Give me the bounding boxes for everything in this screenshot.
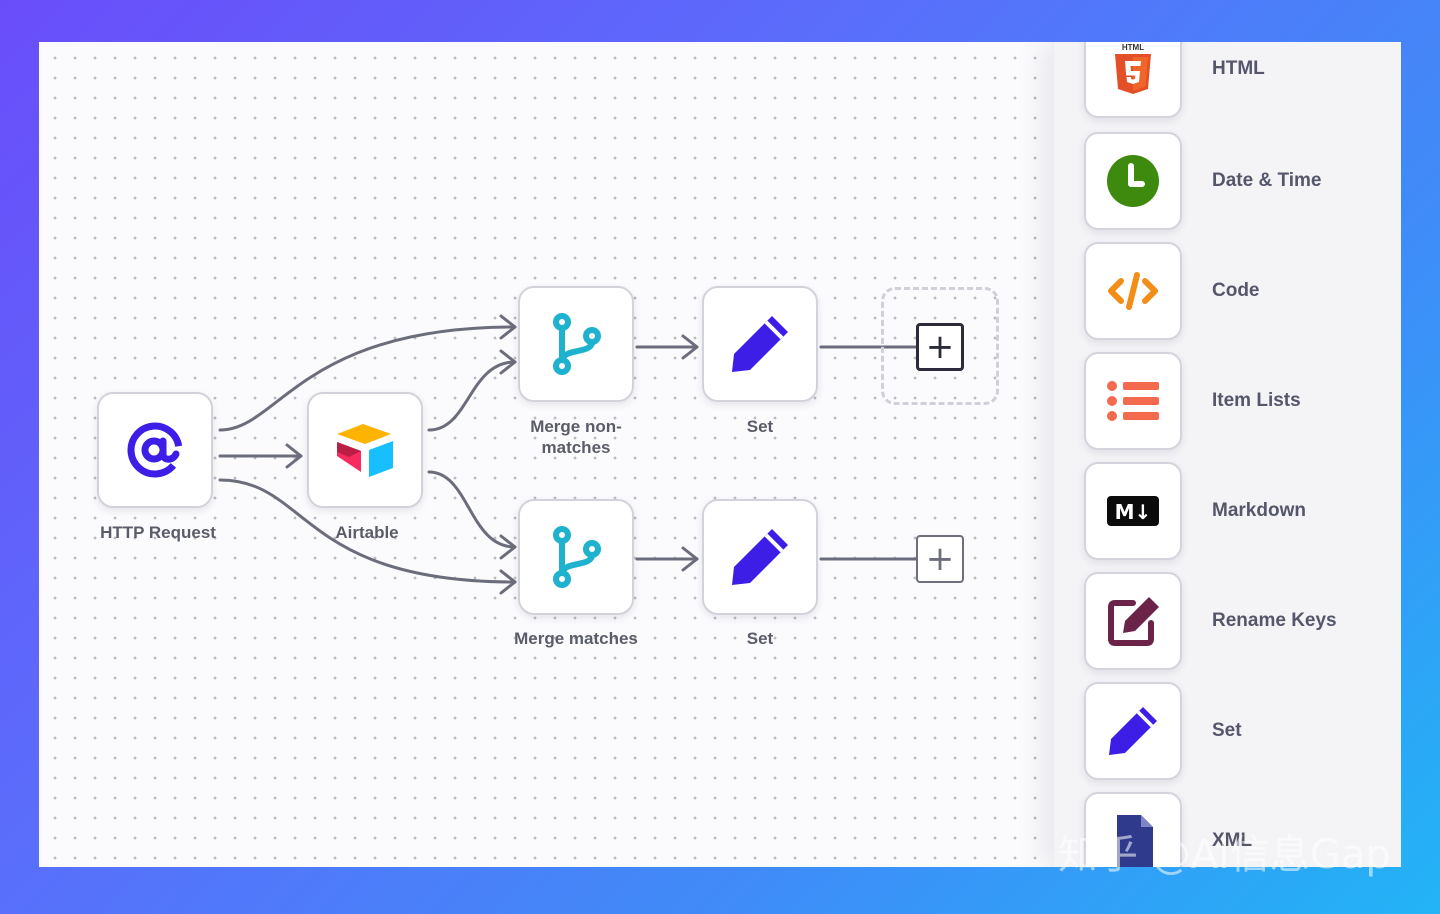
svg-text:HTML: HTML [1122, 43, 1144, 52]
node-set-top[interactable] [702, 286, 818, 402]
watermark: 知乎 @AI信息Gap [1058, 832, 1391, 878]
node-label-merge-matches: Merge matches [514, 629, 638, 648]
wire-http-to-merge-match [218, 478, 517, 584]
markdown-icon: M↓ [1107, 496, 1159, 526]
arrowhead [681, 546, 699, 572]
panel-tile [1084, 132, 1182, 230]
wire-airtable-to-merge-match [427, 470, 517, 549]
list-icon [1107, 381, 1159, 421]
pencil-icon [732, 316, 788, 372]
node-label-set-top: Set [746, 417, 774, 436]
panel-item-label: Markdown [1212, 500, 1306, 521]
node-airtable[interactable] [307, 392, 423, 508]
workflow-canvas[interactable]: HTTP Request Airtable M [39, 42, 1053, 867]
drop-placeholder[interactable] [881, 287, 999, 405]
add-node-button-top[interactable]: + [916, 323, 964, 371]
at-icon [127, 422, 183, 478]
arrowhead [499, 349, 517, 375]
code-icon [1108, 272, 1158, 310]
panel-item-label: Date & Time [1212, 170, 1322, 191]
panel-item-label: Set [1212, 720, 1242, 741]
arrowhead [681, 334, 699, 360]
pencil-icon [732, 529, 788, 585]
panel-item-set[interactable]: Set [1084, 682, 1394, 782]
merge-icon [553, 313, 601, 375]
svg-text:M↓: M↓ [1115, 500, 1152, 524]
panel-item-date-time[interactable]: Date & Time [1084, 132, 1394, 232]
panel-item-item-lists[interactable]: Item Lists [1084, 352, 1394, 452]
node-merge-matches[interactable] [518, 499, 634, 615]
add-node-button-bottom[interactable]: + [916, 535, 964, 583]
panel-tile [1084, 572, 1182, 670]
panel-item-label: Code [1212, 280, 1260, 301]
workflow-editor: HTTP Request Airtable M [39, 42, 1401, 867]
panel-item-label: Item Lists [1212, 390, 1301, 411]
plus-icon: + [925, 327, 955, 367]
panel-item-rename-keys[interactable]: Rename Keys [1084, 572, 1394, 672]
panel-tile [1084, 242, 1182, 340]
node-label-http-request: HTTP Request [100, 523, 216, 542]
wire-http-to-merge-nonmatch [218, 325, 517, 432]
panel-item-xml[interactable]: XML [1084, 792, 1394, 867]
html5-icon: HTML [1115, 43, 1151, 94]
panel-tile [1084, 352, 1182, 450]
panel-item-markdown[interactable]: M↓ Markdown [1084, 462, 1394, 562]
node-merge-non-matches[interactable] [518, 286, 634, 402]
arrowhead [499, 314, 517, 340]
panel-tile: M↓ [1084, 462, 1182, 560]
panel-item-label: XML [1212, 830, 1253, 851]
node-set-bottom[interactable] [702, 499, 818, 615]
clock-icon [1107, 155, 1159, 207]
panel-tile: HTML [1084, 42, 1182, 118]
airtable-icon [337, 424, 393, 477]
panel-item-html[interactable]: HTML HTML [1084, 42, 1394, 120]
node-label-set-bottom: Set [746, 629, 774, 648]
panel-tile [1084, 792, 1182, 867]
wire-airtable-to-merge-nonmatch [427, 360, 517, 432]
node-http-request[interactable] [97, 392, 213, 508]
file-icon [1117, 815, 1153, 867]
node-library-panel[interactable]: HTML HTML Date & Time [1053, 42, 1401, 867]
arrowhead [499, 569, 517, 595]
plus-icon: + [925, 539, 955, 579]
arrowhead [499, 534, 517, 560]
merge-icon [553, 526, 601, 588]
connection-wires [218, 314, 919, 595]
panel-item-code[interactable]: Code [1084, 242, 1394, 342]
panel-item-label: HTML [1212, 58, 1265, 79]
edit-icon [1108, 597, 1159, 646]
panel-item-label: Rename Keys [1212, 610, 1337, 631]
panel-tile [1084, 682, 1182, 780]
node-label-airtable: Airtable [335, 523, 399, 542]
pencil-icon [1109, 707, 1157, 755]
arrowhead [285, 443, 303, 469]
node-label-merge-non-matches: Merge non- matches [530, 417, 622, 457]
